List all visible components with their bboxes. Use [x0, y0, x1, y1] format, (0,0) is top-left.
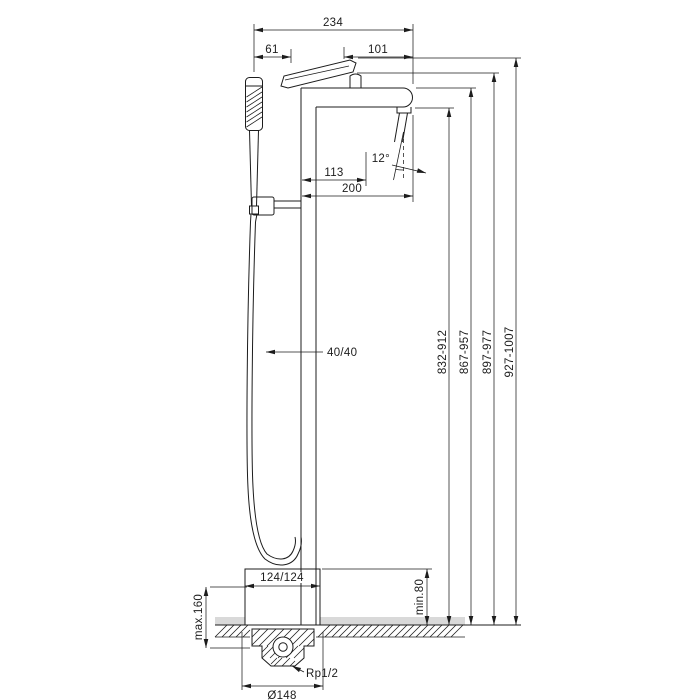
hose-outer — [246, 221, 302, 566]
dim-install-max: max.160 — [193, 586, 250, 649]
dim-flange-diameter: Ø148 — [241, 632, 324, 700]
dim-spout-tip: 101 — [343, 44, 413, 60]
dim-label-d148: Ø148 — [267, 690, 296, 700]
lever-handle — [280, 59, 362, 89]
dim-height-handle: 897-977 — [357, 72, 499, 625]
dim-label-max160: max.160 — [193, 594, 205, 640]
water-stream-right — [402, 112, 408, 143]
mounting-body — [251, 628, 315, 667]
floor-hatch-left — [214, 624, 251, 638]
dim-label-832-912: 832-912 — [437, 330, 449, 374]
dim-label-12deg: 12° — [372, 153, 390, 165]
cartridge — [349, 73, 362, 88]
dim-label-4040: 40/40 — [327, 347, 357, 359]
dim-label-927-1007: 927-1007 — [504, 327, 516, 378]
hand-shower — [245, 77, 301, 223]
riser-pipe — [300, 88, 317, 625]
dim-label-61: 61 — [265, 44, 278, 56]
dim-height-spout-top: 867-957 — [416, 87, 476, 625]
grip-right-edge — [256, 130, 259, 207]
spray-face-hatch — [246, 86, 263, 128]
dim-width-total: 234 — [253, 17, 414, 84]
dim-label-897-977: 897-977 — [482, 330, 494, 374]
dim-reach-200: 200 — [302, 115, 414, 202]
grip-left-edge — [249, 130, 252, 207]
dim-label-rp12: Rp1/2 — [306, 668, 338, 680]
spout — [301, 87, 413, 143]
handshower-head — [245, 77, 263, 131]
handle-plate — [280, 59, 357, 89]
dim-handshower-offset: 61 — [254, 44, 292, 63]
dim-label-113: 113 — [324, 167, 343, 179]
dim-label-200: 200 — [342, 183, 362, 195]
water-stream-left — [394, 112, 400, 143]
hose-inner — [251, 221, 297, 560]
handle-detail-line — [284, 65, 350, 81]
dim-floor-min: min.80 — [322, 568, 432, 625]
floor-strip — [215, 617, 465, 625]
dim-label-867-957: 867-957 — [459, 330, 471, 374]
dim-spray-angle: 12° — [372, 131, 427, 181]
dim-label-min80: min.80 — [414, 579, 426, 615]
dim-base-plate: 124/124 — [245, 572, 320, 589]
hose-cone — [250, 213, 258, 223]
floor-hatch-right — [317, 624, 464, 638]
dim-label-234: 234 — [323, 17, 343, 29]
hose-nut — [249, 205, 259, 215]
shower-hose — [246, 221, 302, 566]
dim-reach-113: 113 — [302, 152, 367, 186]
dim-connection-thread: Rp1/2 — [290, 663, 338, 680]
dim-height-outlet: 832-912 — [415, 107, 454, 625]
connection-socket-inner — [278, 642, 288, 652]
dim-label-101: 101 — [368, 44, 388, 56]
dim-riser-profile: 40/40 — [266, 347, 357, 359]
dim-label-124-124: 124/124 — [260, 572, 304, 584]
spout-body — [301, 87, 413, 108]
aerator — [396, 107, 412, 114]
dim-height-max: 927-1007 — [358, 57, 521, 625]
